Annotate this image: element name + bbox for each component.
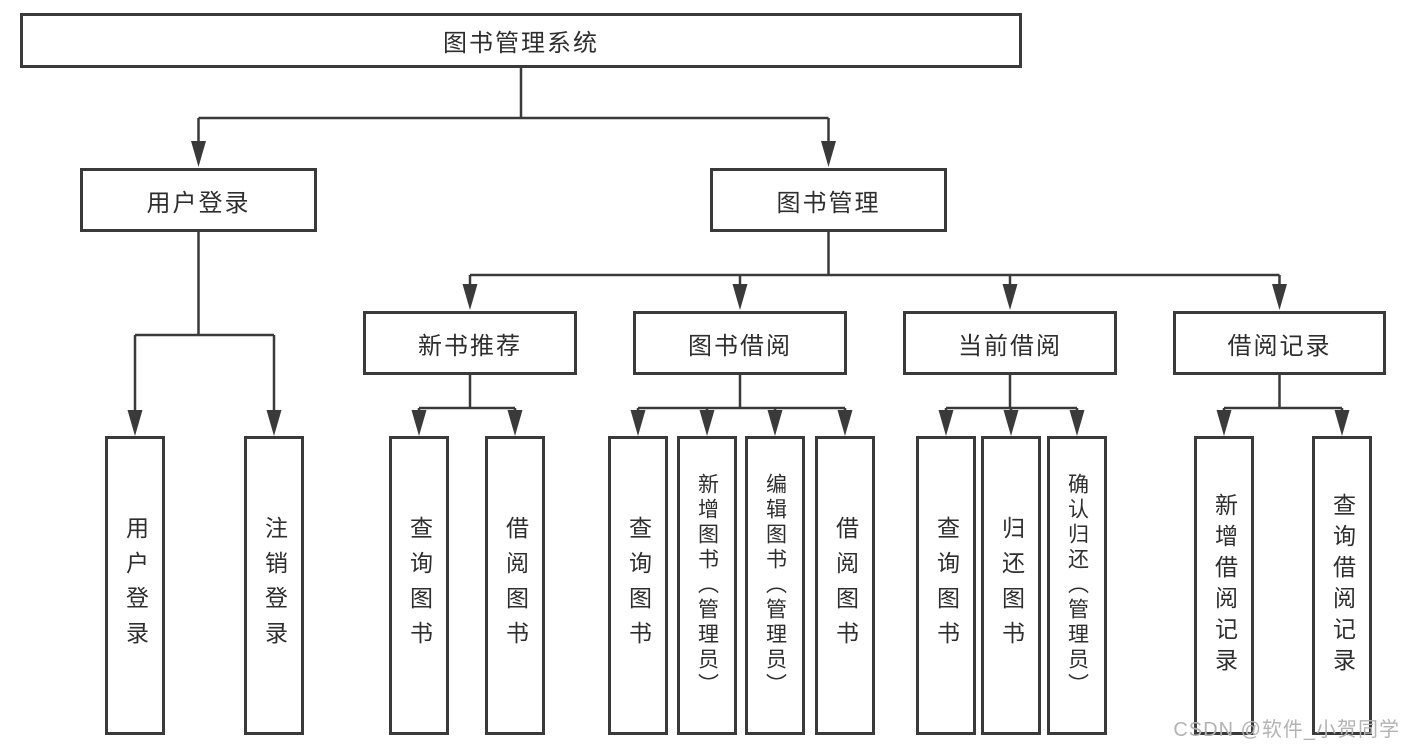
leaf-add-borrow-record: 新增借阅记录 (1194, 436, 1254, 735)
leaf-logout-label: 注销登录 (261, 515, 288, 656)
leaf-borrow-books-recommend-label: 借阅图书 (502, 515, 529, 656)
node-user-login: 用户登录 (80, 168, 317, 232)
node-library-management-system: 图书管理系统 (20, 13, 1022, 68)
node-book-management: 图书管理 (710, 168, 947, 232)
leaf-query-books-borrow-label: 查询图书 (625, 515, 652, 656)
leaf-query-borrow-record: 查询借阅记录 (1312, 436, 1372, 735)
node-book-borrowing: 图书借阅 (633, 311, 847, 375)
node-borrowing-records: 借阅记录 (1173, 311, 1386, 375)
leaf-query-borrow-record-label: 查询借阅记录 (1329, 492, 1356, 679)
leaf-borrow-books: 借阅图书 (815, 436, 875, 735)
leaf-query-books-recommend: 查询图书 (389, 436, 449, 735)
leaf-confirm-return-admin-label: 确认归还（管理员） (1065, 473, 1089, 698)
leaf-confirm-return-admin: 确认归还（管理员） (1047, 436, 1107, 735)
watermark: CSDN @软件_小贺同学 (1173, 719, 1400, 741)
leaf-query-books-current: 查询图书 (916, 436, 976, 735)
leaf-add-books-admin: 新增图书（管理员） (677, 436, 737, 735)
leaf-add-books-admin-label: 新增图书（管理员） (695, 473, 719, 698)
leaf-user-login: 用户登录 (105, 436, 165, 735)
leaf-query-books-borrow: 查询图书 (608, 436, 668, 735)
leaf-query-books-recommend-label: 查询图书 (406, 515, 433, 656)
leaf-borrow-books-label: 借阅图书 (832, 515, 859, 656)
leaf-return-books-label: 归还图书 (998, 515, 1025, 656)
leaf-user-login-label: 用户登录 (122, 515, 149, 656)
leaf-edit-books-admin: 编辑图书（管理员） (745, 436, 805, 735)
arrowheads (127, 141, 1350, 436)
leaf-query-books-current-label: 查询图书 (933, 515, 960, 656)
leaf-add-borrow-record-label: 新增借阅记录 (1211, 492, 1238, 679)
leaf-logout: 注销登录 (244, 436, 304, 735)
leaf-return-books: 归还图书 (981, 436, 1041, 735)
leaf-borrow-books-recommend: 借阅图书 (485, 436, 545, 735)
node-new-book-recommendation: 新书推荐 (363, 311, 577, 375)
node-current-borrowing: 当前借阅 (903, 311, 1117, 375)
leaf-edit-books-admin-label: 编辑图书（管理员） (763, 473, 787, 698)
